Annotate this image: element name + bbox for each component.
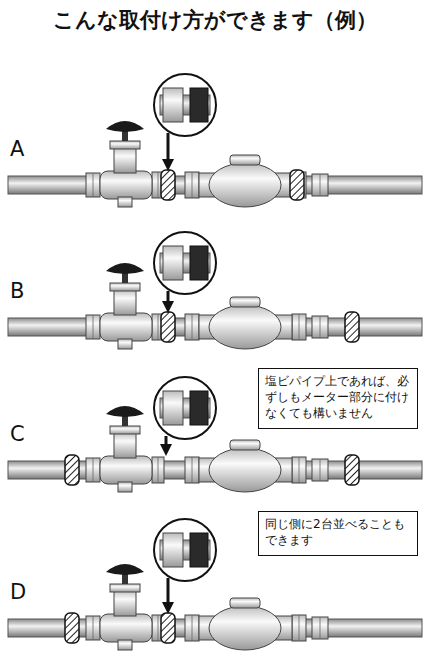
row-label: D — [10, 580, 26, 604]
row-label: B — [10, 279, 24, 303]
note-box: 塩ビパイプ上であれば、必ずしもメーター部分に付けなくても構いません — [258, 368, 418, 429]
pipe-row — [8, 74, 422, 207]
diagram-title: こんな取付け方ができます（例） — [0, 6, 430, 34]
row-label: C — [10, 422, 25, 446]
row-label: A — [10, 137, 24, 161]
note-text: 同じ側に2台並べることもできます — [265, 516, 411, 548]
note-text: 塩ビパイプ上であれば、必ずしもメーター部分に付けなくても構いません — [265, 373, 411, 422]
note-box: 同じ側に2台並べることもできます — [258, 511, 418, 556]
pipe-row — [8, 232, 422, 349]
